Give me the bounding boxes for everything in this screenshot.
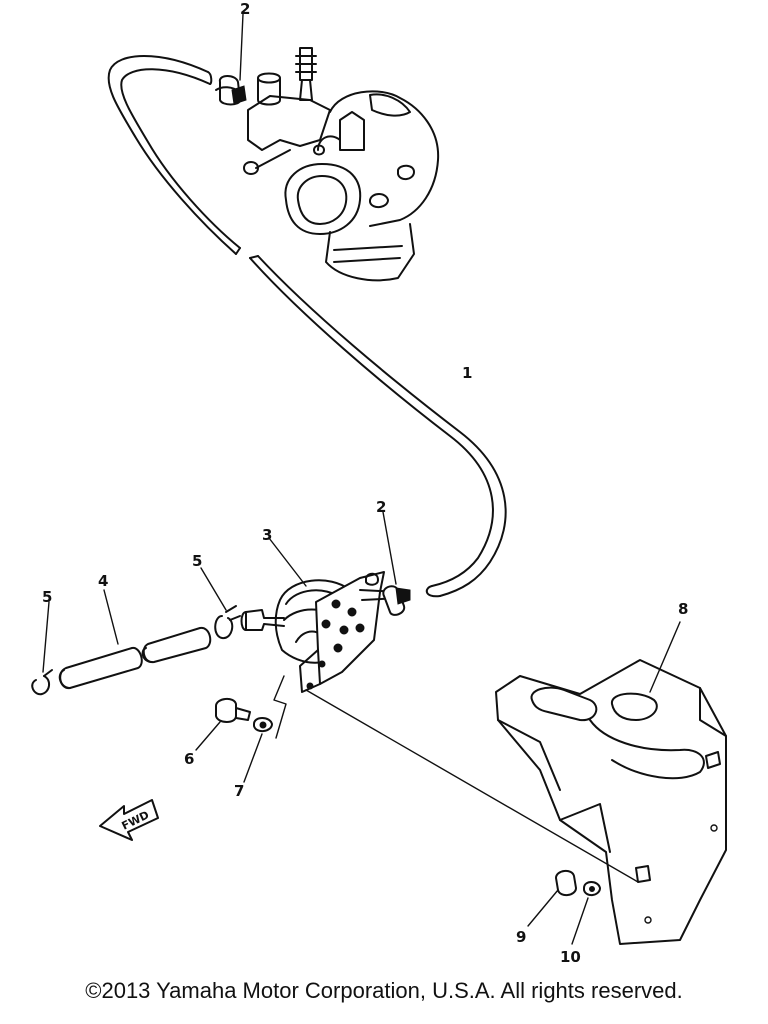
callout-5-left: 5 (42, 588, 52, 606)
callout-7: 7 (234, 782, 244, 800)
callout-3: 3 (262, 526, 272, 544)
fuel-hose (107, 55, 507, 598)
callout-9: 9 (516, 928, 526, 946)
callout-5-mid: 5 (192, 552, 202, 570)
pipe (58, 589, 212, 690)
copyright-notice: ©2013 Yamaha Motor Corporation, U.S.A. A… (85, 978, 683, 1003)
bracket (495, 621, 727, 945)
fwd-arrow-icon: FWD (99, 799, 159, 841)
callout-6: 6 (184, 750, 194, 768)
nut (527, 870, 577, 927)
wire-clip-mid (200, 567, 241, 640)
callout-4: 4 (98, 572, 108, 590)
callout-2-mid: 2 (376, 498, 386, 516)
callout-10: 10 (560, 948, 581, 966)
fuel-pump (240, 537, 401, 693)
alignment-leader (273, 675, 639, 883)
washer-small (571, 881, 601, 945)
wire-clip-left (31, 601, 53, 696)
hose-clip-mid (382, 511, 411, 616)
callout-1: 1 (462, 364, 472, 382)
washer (243, 717, 273, 783)
hose-clip-top (215, 13, 247, 106)
callout-2-top: 2 (240, 0, 250, 18)
callout-8: 8 (678, 600, 688, 618)
bolt (195, 698, 251, 751)
carburetor (243, 47, 440, 282)
